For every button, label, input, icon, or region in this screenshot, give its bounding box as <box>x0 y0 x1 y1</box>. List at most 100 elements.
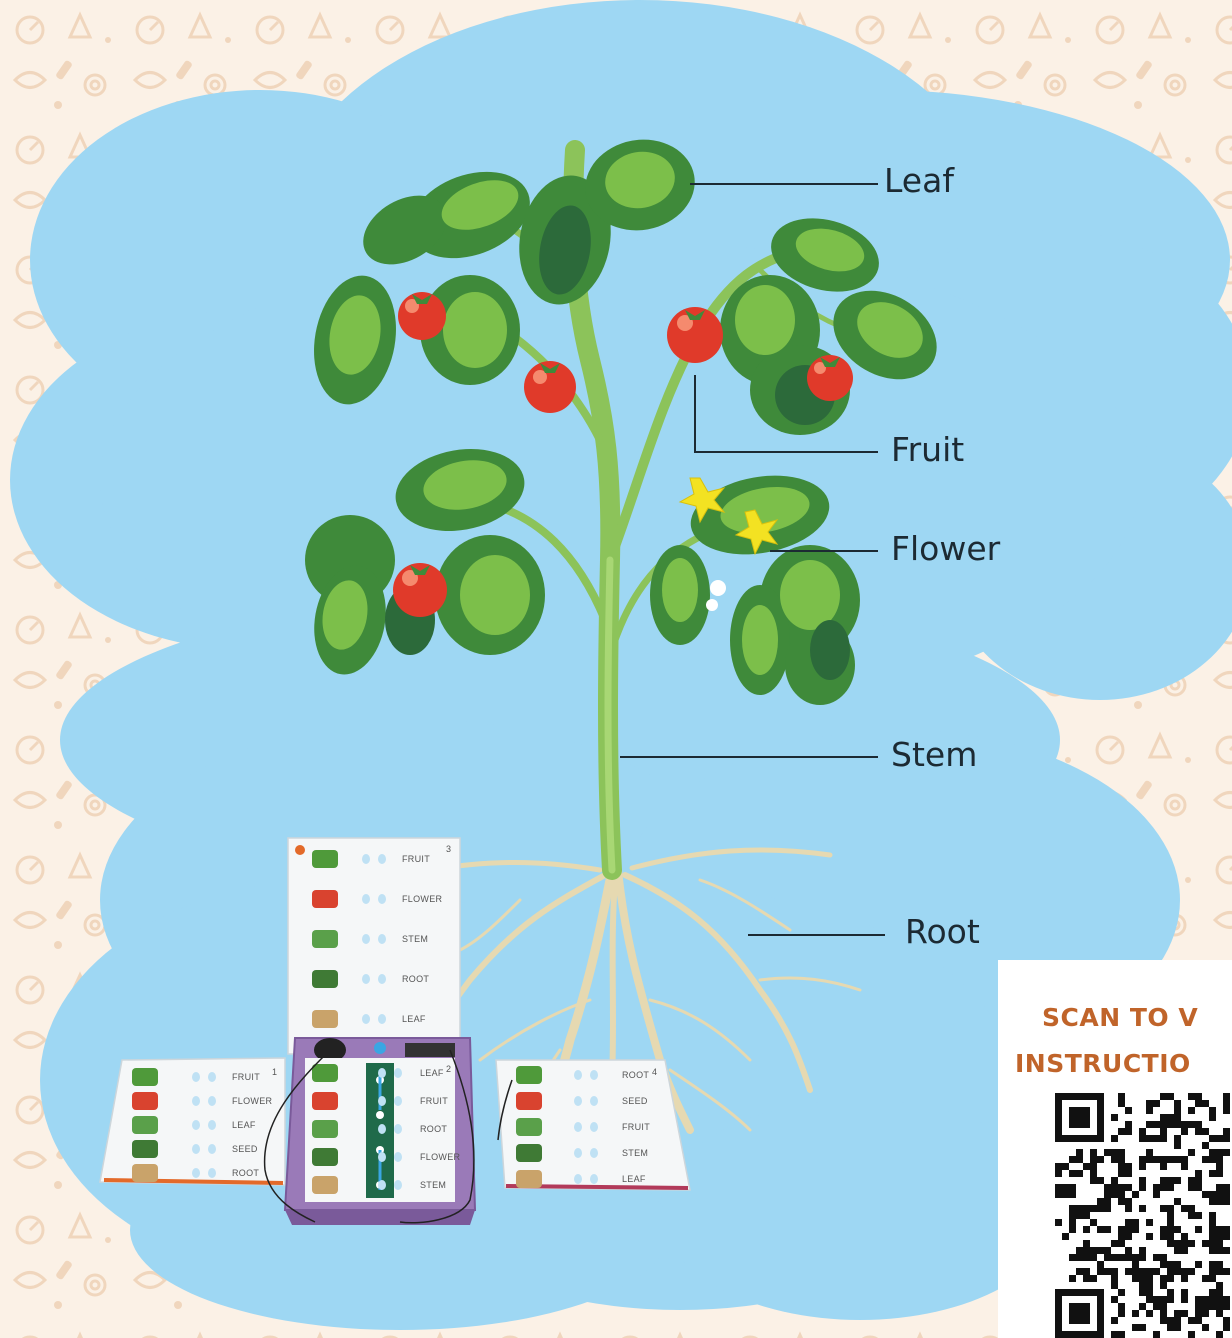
qr-module <box>1216 1135 1223 1142</box>
qr-module <box>1216 1149 1223 1156</box>
card-top-thumbnail <box>312 1010 338 1028</box>
card-middle-socket <box>378 1152 386 1162</box>
qr-module <box>1160 1310 1167 1317</box>
qr-module <box>1181 1156 1188 1163</box>
qr-module <box>1202 1296 1209 1303</box>
qr-module <box>1223 1191 1230 1198</box>
qr-module <box>1139 1254 1146 1261</box>
qr-module <box>1160 1303 1167 1310</box>
qr-module <box>1069 1254 1076 1261</box>
card-left-socket <box>208 1144 216 1154</box>
scan-text-line1: SCAN TO V <box>1042 1003 1198 1032</box>
qr-module <box>1216 1303 1223 1310</box>
qr-module <box>1146 1135 1153 1142</box>
qr-module <box>1062 1233 1069 1240</box>
qr-module <box>1104 1198 1111 1205</box>
card-middle-socket <box>394 1180 402 1190</box>
qr-module <box>1146 1149 1153 1156</box>
qr-finder <box>1069 1107 1090 1128</box>
card-middle-socket <box>378 1096 386 1106</box>
qr-module <box>1188 1093 1195 1100</box>
qr-module <box>1216 1310 1223 1317</box>
card-middle-thumbnail <box>312 1148 338 1166</box>
qr-module <box>1188 1317 1195 1324</box>
qr-module <box>1181 1268 1188 1275</box>
label-fruit: Fruit <box>891 433 964 466</box>
qr-module <box>1216 1198 1223 1205</box>
qr-module <box>1195 1296 1202 1303</box>
card-top-thumbnail <box>312 890 338 908</box>
qr-module <box>1174 1261 1181 1268</box>
qr-module <box>1223 1184 1230 1191</box>
qr-module <box>1195 1303 1202 1310</box>
card-right-socket <box>590 1070 598 1080</box>
qr-module <box>1167 1093 1174 1100</box>
qr-module <box>1132 1191 1139 1198</box>
qr-module <box>1118 1310 1125 1317</box>
qr-module <box>1069 1205 1076 1212</box>
qr-module <box>1160 1317 1167 1324</box>
qr-module <box>1223 1296 1230 1303</box>
qr-module <box>1209 1107 1216 1114</box>
qr-module <box>1125 1226 1132 1233</box>
qr-module <box>1223 1107 1230 1114</box>
qr-module <box>1111 1184 1118 1191</box>
qr-module <box>1202 1156 1209 1163</box>
scan-text-line2: INSTRUCTIO <box>1015 1049 1191 1078</box>
card-left-socket <box>192 1120 200 1130</box>
qr-module <box>1209 1198 1216 1205</box>
card-right-socket <box>590 1096 598 1106</box>
qr-module <box>1160 1177 1167 1184</box>
qr-module <box>1209 1261 1216 1268</box>
card-left-thumbnail <box>132 1092 158 1110</box>
qr-module <box>1146 1219 1153 1226</box>
qr-module <box>1160 1128 1167 1135</box>
qr-module <box>1146 1275 1153 1282</box>
qr-module <box>1083 1247 1090 1254</box>
qr-module <box>1181 1247 1188 1254</box>
qr-module <box>1118 1233 1125 1240</box>
qr-module <box>1055 1184 1062 1191</box>
label-stem: Stem <box>891 738 977 771</box>
qr-module <box>1104 1191 1111 1198</box>
qr-module <box>1118 1149 1125 1156</box>
qr-finder <box>1069 1303 1090 1324</box>
qr-code[interactable] <box>1055 1093 1232 1338</box>
qr-module <box>1118 1303 1125 1310</box>
qr-module <box>1146 1289 1153 1296</box>
qr-module <box>1097 1177 1104 1184</box>
qr-module <box>1181 1240 1188 1247</box>
qr-module <box>1125 1107 1132 1114</box>
qr-module <box>1118 1128 1125 1135</box>
qr-module <box>1223 1268 1230 1275</box>
qr-module <box>1188 1107 1195 1114</box>
qr-module <box>1139 1177 1146 1184</box>
qr-module <box>1153 1254 1160 1261</box>
qr-module <box>1216 1233 1223 1240</box>
qr-module <box>1216 1226 1223 1233</box>
qr-module <box>1083 1268 1090 1275</box>
qr-module <box>1209 1268 1216 1275</box>
card-left-label: ROOT <box>232 1168 259 1178</box>
card-middle-number: 2 <box>446 1064 451 1074</box>
qr-module <box>1083 1254 1090 1261</box>
qr-module <box>1174 1135 1181 1142</box>
card-middle-socket <box>378 1124 386 1134</box>
qr-module <box>1069 1212 1076 1219</box>
qr-module <box>1195 1128 1202 1135</box>
qr-module <box>1167 1156 1174 1163</box>
qr-module <box>1111 1254 1118 1261</box>
qr-module <box>1125 1233 1132 1240</box>
qr-module <box>1139 1163 1146 1170</box>
card-right-socket <box>574 1148 582 1158</box>
card-top-number: 3 <box>446 844 451 854</box>
qr-module <box>1167 1240 1174 1247</box>
qr-module <box>1111 1191 1118 1198</box>
qr-module <box>1223 1100 1230 1107</box>
card-top-label: STEM <box>402 934 428 944</box>
card-left: 1 FRUITFLOWERLEAFSEEDROOT <box>100 1058 285 1185</box>
qr-module <box>1174 1240 1181 1247</box>
qr-module <box>1181 1128 1188 1135</box>
qr-module <box>1223 1198 1230 1205</box>
